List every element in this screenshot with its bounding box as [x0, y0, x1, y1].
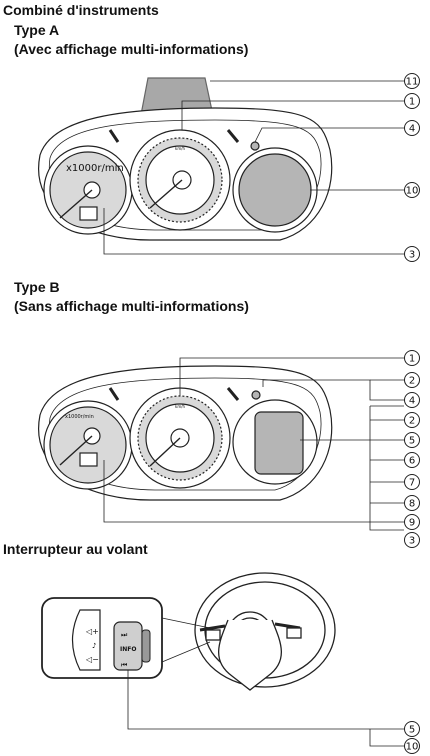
type-b-title: Type B — [14, 279, 60, 295]
speedo-b-unit: km/h — [175, 404, 186, 409]
callout-8-b: 8 — [409, 499, 415, 510]
callout-7-b: 7 — [409, 478, 415, 489]
section-title-instrument-cluster: Combiné d'instruments — [3, 2, 159, 18]
type-a-title: Type A — [14, 22, 60, 38]
type-a-subtitle: (Avec affichage multi-informations) — [14, 41, 249, 57]
steering-wheel — [194, 572, 336, 691]
speedometer-a — [129, 129, 231, 231]
tachometer-b — [43, 400, 133, 490]
volume-up-icon: ◁+ — [85, 627, 99, 636]
callouts-wheel: 5 10 — [404, 721, 420, 754]
tach-a-unit: x1000r/min — [66, 163, 124, 174]
type-b-subtitle: (Sans affichage multi-informations) — [14, 298, 249, 314]
callout-2-b: 2 — [409, 416, 415, 427]
callout-1-b: 1 — [409, 354, 415, 365]
callout-10-wheel: 10 — [406, 742, 419, 753]
speedometer-b — [129, 387, 231, 489]
callout-3-b: 3 — [409, 536, 415, 547]
section-title-steering-switch: Interrupteur au volant — [3, 541, 148, 557]
leaders-type-a — [103, 80, 404, 255]
tachometer-a — [43, 145, 133, 235]
callout-3-a: 3 — [409, 250, 415, 261]
multi-information-display-a — [232, 147, 318, 233]
leaders-type-b — [103, 357, 404, 531]
cluster-type-a: x1000r/min km/h — [38, 77, 333, 241]
indicator-light-b — [251, 390, 261, 400]
callout-9-b: 9 — [409, 518, 415, 529]
previous-track-icon: ⏮ — [121, 661, 127, 669]
callout-10-a: 10 — [406, 186, 419, 197]
callout-4-a: 4 — [409, 124, 415, 135]
callouts-type-b: 1 2 4 2 5 6 7 8 9 3 — [404, 350, 420, 548]
next-track-icon: ⏭ — [121, 631, 128, 639]
callouts-type-a: 11 1 4 10 3 — [404, 73, 420, 262]
tach-b-unit: x1000r/min — [65, 414, 94, 420]
callout-1-a: 1 — [409, 97, 415, 108]
callout-5-wheel: 5 — [409, 725, 415, 736]
switch-closeup: ◁+ ◁− ♪ ⏭ ⏮ INFO — [41, 597, 404, 747]
fuel-temp-gauge-b — [232, 399, 318, 485]
info-button-label: INFO — [120, 646, 136, 653]
callout-5-b: 5 — [409, 436, 415, 447]
callout-2-b-top: 2 — [409, 376, 415, 387]
cluster-type-b: x1000r/min km/h — [38, 365, 333, 501]
callout-6-b: 6 — [409, 456, 415, 467]
indicator-light-a — [250, 141, 260, 151]
callout-11-a: 11 — [406, 77, 419, 88]
callout-4-b: 4 — [409, 396, 415, 407]
volume-down-icon: ◁− — [85, 655, 99, 664]
speedo-a-unit: km/h — [175, 146, 186, 151]
voice-icon: ♪ — [92, 642, 96, 650]
